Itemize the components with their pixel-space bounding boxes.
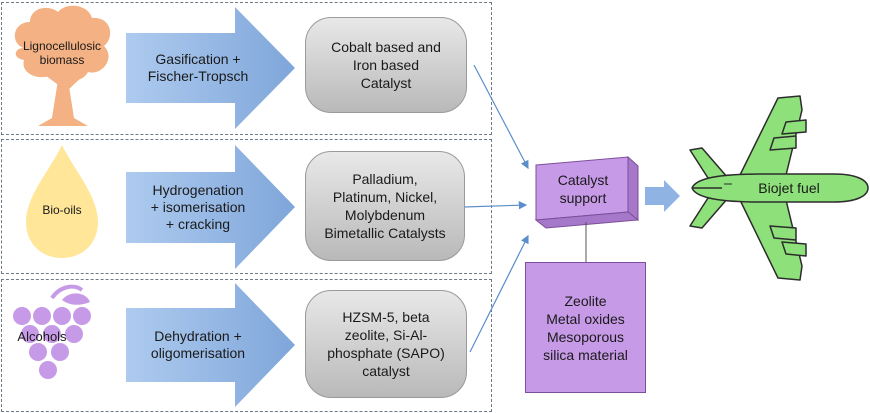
support-materials-box: Zeolite Metal oxides Mesoporous silica m…	[525, 262, 646, 393]
source-label-bio-oils: Bio-oils	[42, 203, 82, 217]
connector-1	[473, 64, 529, 170]
airplane-icon	[689, 95, 869, 281]
source-label-alcohols: Alcohols	[17, 329, 67, 344]
output-arrow	[645, 180, 680, 212]
connector-3	[469, 234, 529, 353]
oil-drop-icon	[26, 145, 98, 258]
grapes-icon	[13, 284, 91, 379]
process-label-gasification: Gasification + Fischer-Tropsch	[147, 51, 249, 84]
catalyst-support-label: Catalyst support	[557, 172, 609, 206]
catalyst-support-box	[534, 155, 640, 229]
biojet-fuel-label: Biojet fuel	[758, 179, 820, 196]
panel-alcohols	[1, 279, 492, 412]
catalyst-pill-hzsm5: HZSM-5, beta zeolite, Si-Al- phosphate (…	[305, 290, 467, 398]
process-label-dehydration: Dehydration + oligomerisation	[150, 328, 246, 361]
panel-lignocellulosic	[1, 2, 492, 135]
process-arrow-2	[126, 145, 295, 269]
catalyst-pill-cobalt-iron: Cobalt based and Iron based Catalyst	[305, 17, 467, 113]
catalyst-pill-palladium: Palladium, Platinum, Nickel, Molybdenum …	[305, 151, 465, 261]
process-arrow-3	[126, 283, 295, 407]
process-label-hydrogenation: Hydrogenation + isomerisation + cracking	[150, 181, 246, 232]
process-arrow-1	[126, 7, 295, 129]
source-label-lignocellulosic: Lignocellulosic biomass	[22, 39, 102, 67]
connector-2	[463, 201, 528, 210]
tree-icon	[14, 5, 111, 126]
